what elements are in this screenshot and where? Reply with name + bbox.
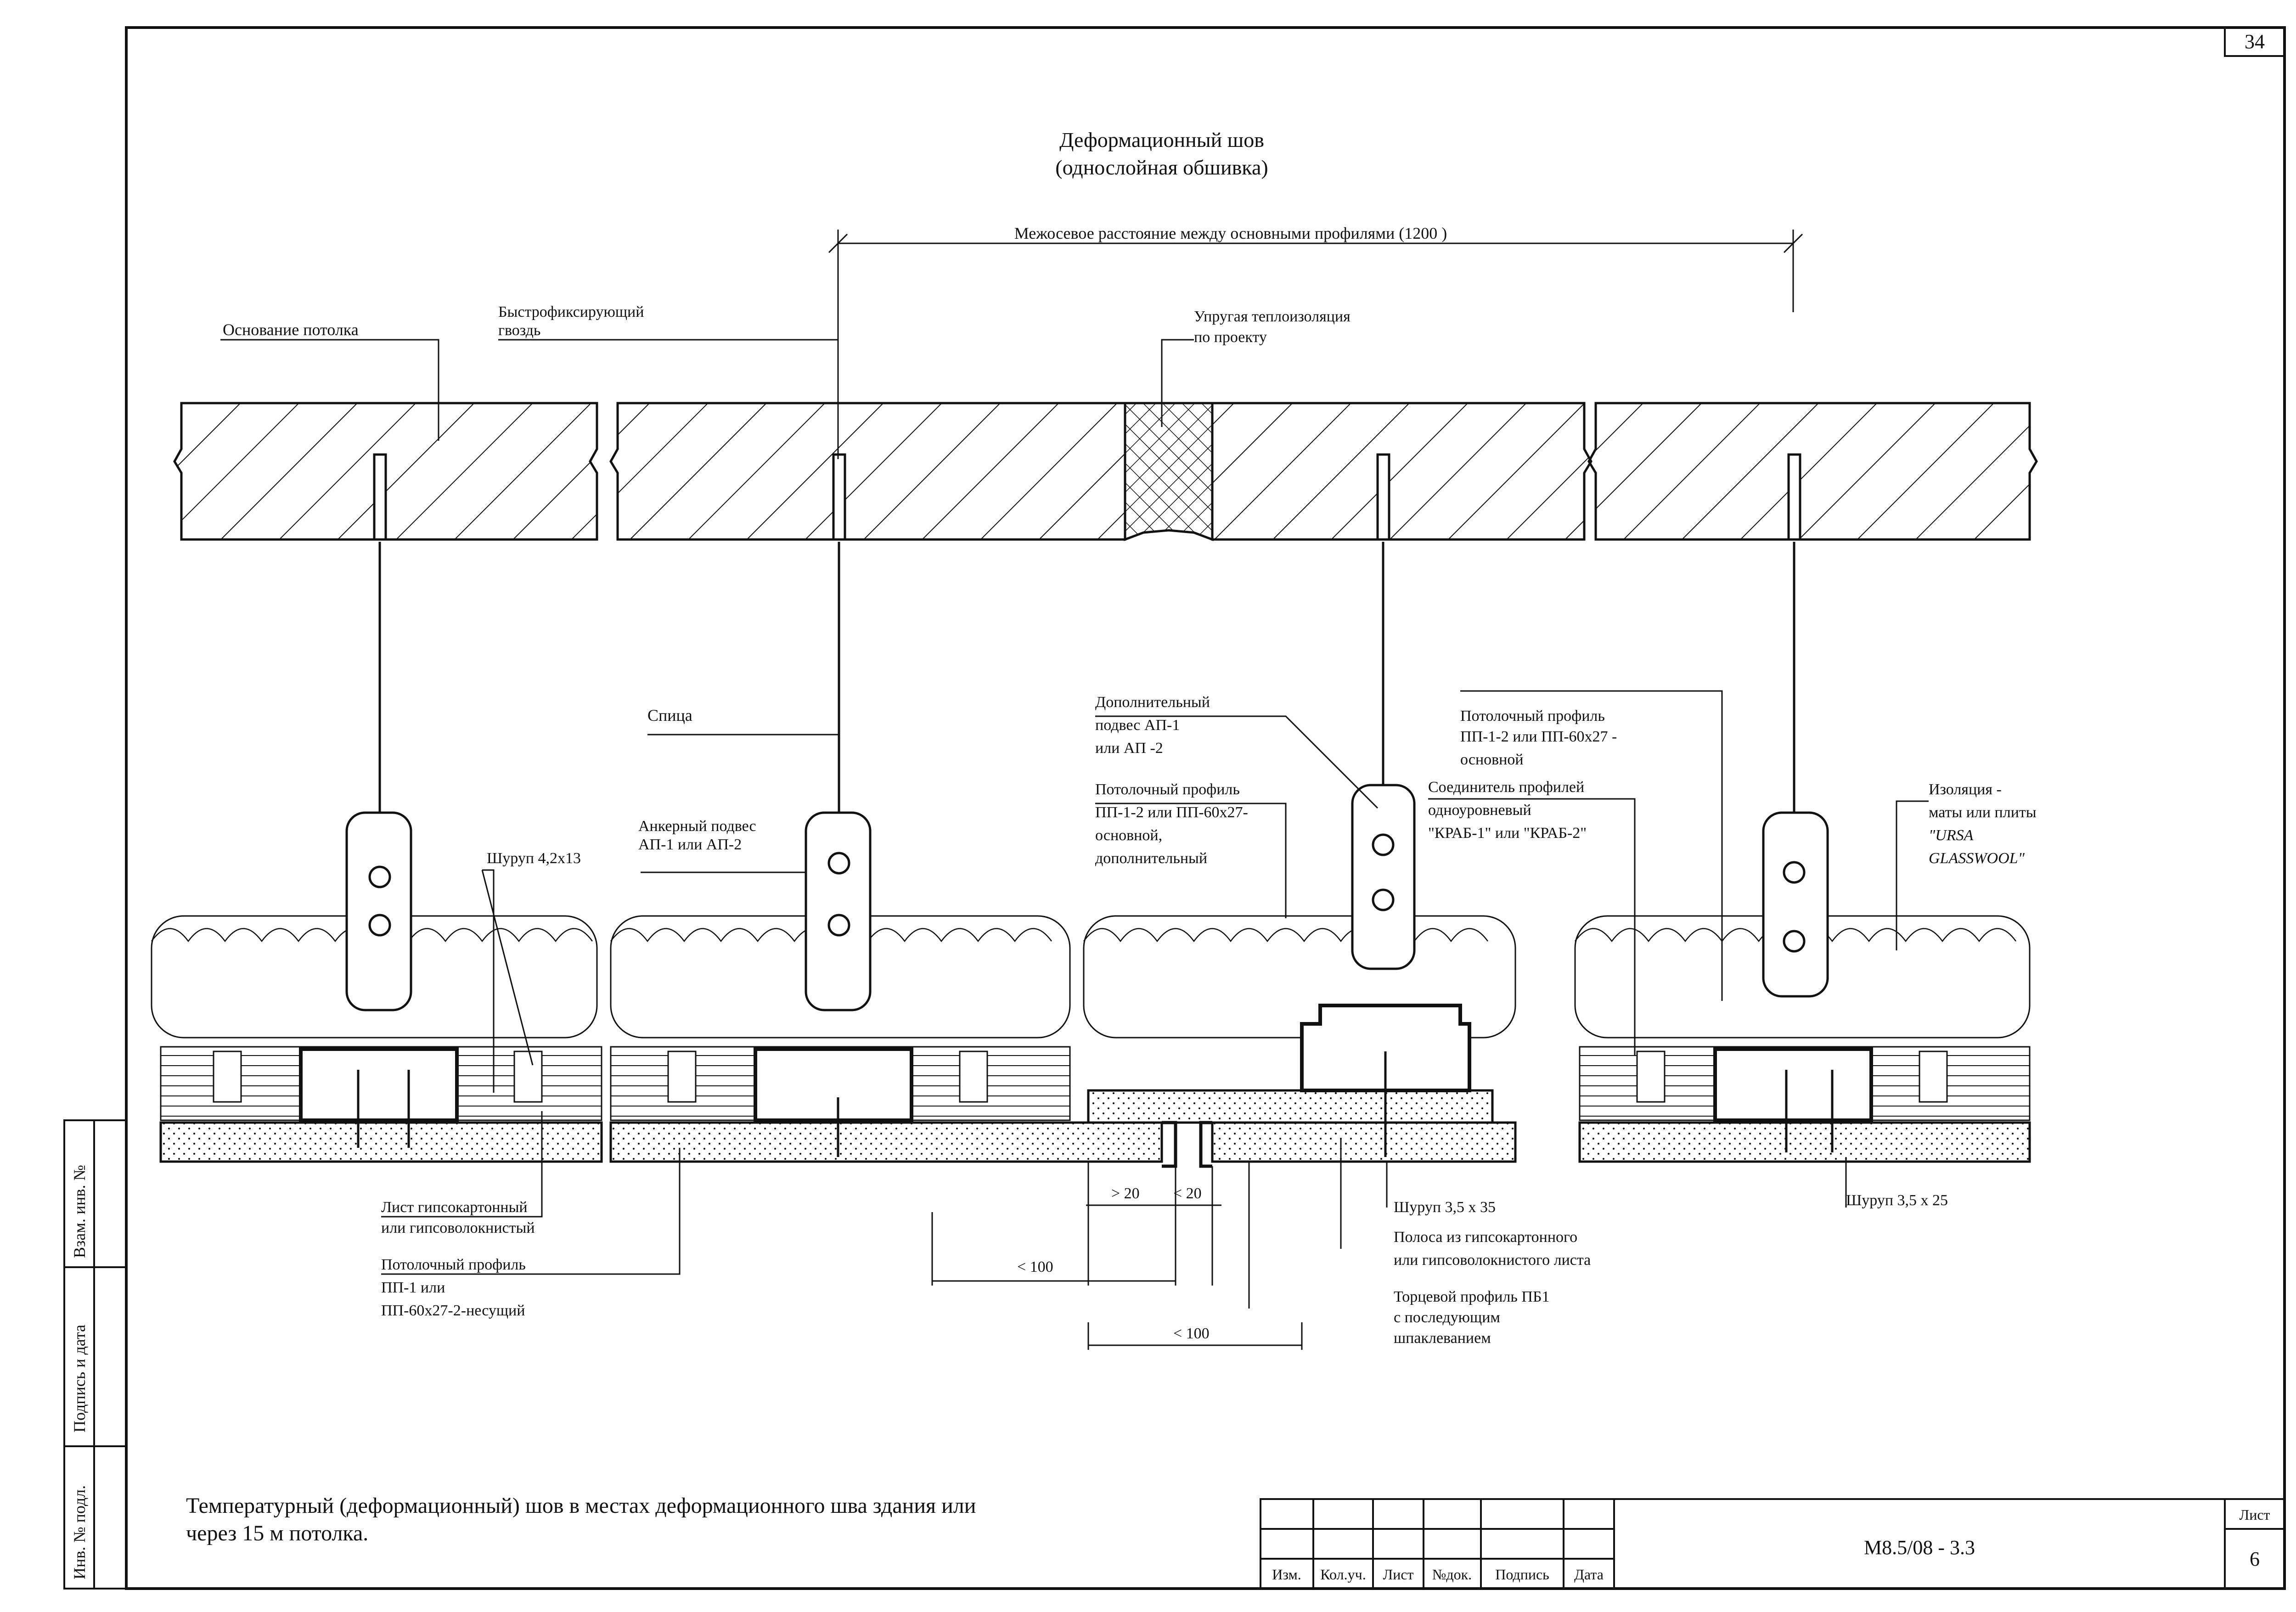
- label-end-profile-2: с последующим: [1394, 1309, 1500, 1326]
- title-block-col-sign: Подпись: [1495, 1566, 1549, 1583]
- label-ceiling-base: Основание потолка: [223, 320, 359, 339]
- sheet-frame: [125, 26, 2286, 1590]
- insulation-mats: [151, 915, 2031, 1039]
- bottom-note-line-2: через 15 м потолка.: [186, 1521, 368, 1545]
- title-block-sheet-label: Лист: [2239, 1506, 2270, 1523]
- label-carrier-profile-1: Потолочный профиль: [381, 1256, 526, 1273]
- label-quick-nail-2: гвоздь: [498, 322, 540, 339]
- label-insulation-1: Изоляция -: [1929, 781, 2002, 798]
- label-connector-2: одноуровневый: [1428, 802, 1531, 819]
- title-block-col-date: Дата: [1574, 1566, 1604, 1583]
- label-rod: Спица: [647, 706, 692, 725]
- label-carrier-profile-2: ПП-1 или: [381, 1279, 445, 1296]
- label-insulation-2: маты или плиты: [1929, 804, 2037, 821]
- label-extra-hanger-3: или АП -2: [1095, 740, 1163, 757]
- label-dim-lt100-a: < 100: [1017, 1258, 1053, 1275]
- title-block-sheet-number: 6: [2250, 1548, 2260, 1570]
- label-extra-hanger-1: Дополнительный: [1095, 694, 1210, 711]
- label-insulation-3: "URSA: [1929, 827, 1974, 844]
- bottom-note-line-1: Температурный (деформационный) шов в мес…: [186, 1494, 976, 1518]
- title-block-col-izm: Изм.: [1272, 1566, 1301, 1583]
- label-gypsum-sheet-1: Лист гипсокартонный: [381, 1199, 528, 1216]
- label-quick-nail-1: Быстрофиксирующий: [498, 303, 644, 320]
- label-dim-lt20: < 20: [1173, 1185, 1202, 1202]
- side-stamp-inv-replace: Взам. инв. №: [70, 1165, 89, 1258]
- title-block: [1260, 1498, 2285, 1590]
- ceiling-base-slabs: [173, 402, 2038, 541]
- label-ceil-profile-main-2: ПП-1-2 или ПП-60х27-: [1095, 804, 1248, 821]
- gypsum-sheets: [159, 1089, 2031, 1168]
- drawing-title: Деформационный шов: [1059, 128, 1264, 152]
- label-ceil-profile-right-3: основной: [1460, 751, 1524, 768]
- label-ceil-profile-main-1: Потолочный профиль: [1095, 781, 1240, 798]
- label-dim-lt100-b: < 100: [1173, 1325, 1210, 1342]
- label-ceil-profile-right-2: ПП-1-2 или ПП-60х27 -: [1460, 728, 1617, 745]
- title-block-col-kol: Кол.уч.: [1320, 1566, 1366, 1583]
- label-end-profile-1: Торцевой профиль ПБ1: [1394, 1288, 1550, 1305]
- label-gypsum-sheet-2: или гипсоволокнистый: [381, 1219, 535, 1236]
- label-anchor-1: Анкерный подвес: [638, 818, 756, 835]
- label-elastic-insulation-2: по проекту: [1194, 329, 1267, 346]
- title-block-doc-code: М8.5/08 - 3.3: [1864, 1536, 1975, 1559]
- label-ceil-profile-right-1: Потолочный профиль: [1460, 708, 1605, 725]
- leader-lines: [220, 339, 1929, 1350]
- label-screw-35-25: Шуруп 3,5 х 25: [1846, 1192, 1948, 1209]
- label-screw-35-35: Шуруп 3,5 х 35: [1394, 1199, 1496, 1216]
- label-screw-42: Шуруп 4,2х13: [487, 850, 581, 867]
- side-stamp-sign-date: Подпись и дата: [70, 1325, 89, 1432]
- corner-sheet-number: 34: [2245, 30, 2265, 53]
- side-stamp: [63, 1119, 127, 1590]
- label-insulation-4: GLASSWOOL": [1929, 850, 2025, 867]
- label-extra-hanger-2: подвес АП-1: [1095, 717, 1180, 734]
- drawing-subtitle: (однослойная обшивка): [1055, 156, 1268, 179]
- label-strip-1: Полоса из гипсокартонного: [1394, 1229, 1577, 1246]
- title-block-col-list: Лист: [1383, 1566, 1413, 1583]
- label-elastic-insulation-1: Упругая теплоизоляция: [1194, 308, 1351, 325]
- label-connector-1: Соединитель профилей: [1428, 779, 1584, 796]
- label-ceil-profile-main-3: основной,: [1095, 827, 1162, 844]
- title-block-col-ndok: №док.: [1432, 1566, 1472, 1583]
- dimension-1200-label: Межосевое расстояние между основными про…: [1014, 224, 1447, 242]
- hanger-assemblies: [213, 453, 1948, 1157]
- label-dim-gt20: > 20: [1111, 1185, 1140, 1202]
- label-strip-2: или гипсоволокнистого листа: [1394, 1252, 1591, 1269]
- side-stamp-inv-orig: Инв. № подл.: [70, 1485, 89, 1579]
- label-connector-3: "КРАБ-1" или "КРАБ-2": [1428, 825, 1587, 842]
- label-ceil-profile-main-4: дополнительный: [1095, 850, 1207, 867]
- label-carrier-profile-3: ПП-60х27-2-несущий: [381, 1302, 525, 1319]
- label-end-profile-3: шпаклеванием: [1394, 1330, 1491, 1347]
- label-anchor-2: АП-1 или АП-2: [638, 836, 742, 853]
